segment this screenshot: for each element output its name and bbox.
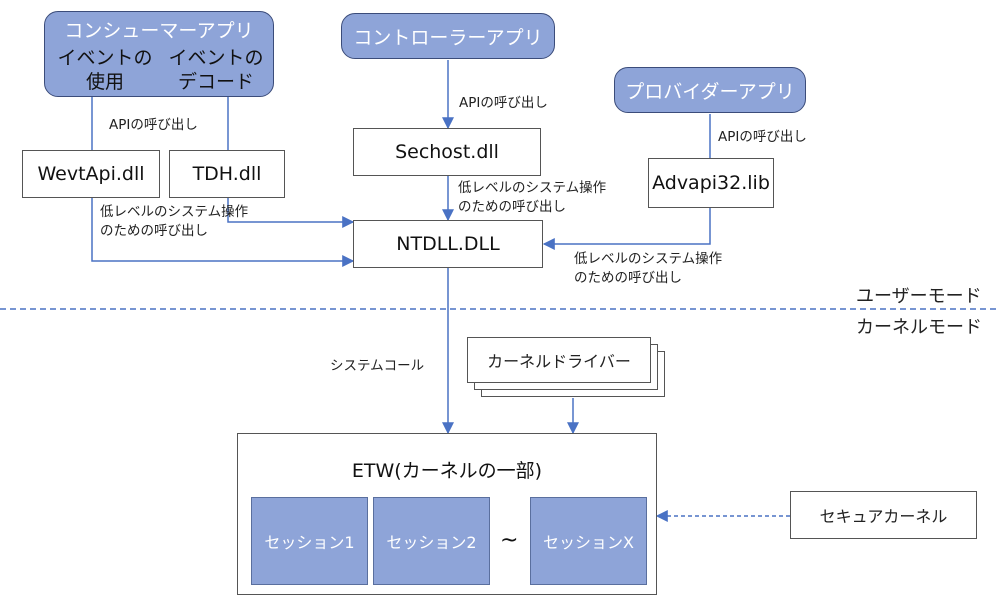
secure-kernel-label: セキュアカーネル bbox=[819, 507, 948, 526]
sechost-dll-box: Sechost.dll bbox=[353, 128, 541, 176]
session-ellipsis-tilde: ~ bbox=[500, 528, 519, 553]
tdh-dll-label: TDH.dll bbox=[192, 163, 262, 185]
tdh-dll-box: TDH.dll bbox=[169, 150, 285, 198]
consumer-app-box: コンシューマーアプリ イベントの 使用 イベントの デコード bbox=[44, 11, 274, 97]
session-2-label: セッション2 bbox=[386, 533, 477, 552]
lowlevel-call-label-left-line1: 低レベルのシステム操作 bbox=[100, 204, 249, 220]
etw-title: ETW(カーネルの一部) bbox=[351, 460, 543, 482]
session-2-box: セッション2 bbox=[373, 497, 490, 585]
consumer-app-decode-events: イベントの デコード bbox=[162, 46, 270, 94]
lowlevel-call-label-right: 低レベルのシステム操作 のための呼び出し bbox=[574, 250, 722, 288]
lowlevel-call-label-center: 低レベルのシステム操作 のための呼び出し bbox=[458, 179, 606, 217]
provider-app-title: プロバイダーアプリ bbox=[625, 80, 795, 103]
session-x-box: セッションX bbox=[530, 497, 647, 585]
session-x-label: セッションX bbox=[543, 533, 634, 552]
consumer-app-decode-events-line1: イベントの bbox=[168, 47, 264, 69]
consumer-app-use-events-line1: イベントの bbox=[57, 47, 153, 69]
consumer-app-title: コンシューマーアプリ bbox=[64, 20, 254, 42]
session-1-box: セッション1 bbox=[251, 497, 368, 585]
lowlevel-call-label-center-line1: 低レベルのシステム操作 bbox=[458, 180, 607, 196]
ntdll-label: NTDLL.DLL bbox=[396, 233, 500, 255]
session-1-label: セッション1 bbox=[264, 533, 355, 552]
kernel-driver-box: カーネルドライバー bbox=[467, 337, 651, 383]
advapi-to-ntdll-arrow bbox=[542, 208, 711, 250]
lowlevel-call-label-center-line2: のための呼び出し bbox=[458, 199, 566, 215]
controller-app-box: コントローラーアプリ bbox=[341, 13, 555, 59]
consumer-app-decode-events-line2: デコード bbox=[177, 71, 254, 93]
lowlevel-call-label-right-line2: のための呼び出し bbox=[574, 270, 682, 286]
kernel-driver-label: カーネルドライバー bbox=[487, 352, 631, 371]
ntdll-box: NTDLL.DLL bbox=[353, 220, 543, 268]
api-call-label-consumer: APIの呼び出し bbox=[109, 117, 198, 133]
consumer-app-use-events-line2: 使用 bbox=[85, 71, 124, 93]
consumer-app-use-events: イベントの 使用 bbox=[51, 46, 159, 94]
provider-app-box: プロバイダーアプリ bbox=[614, 67, 806, 113]
sechost-dll-label: Sechost.dll bbox=[395, 141, 499, 163]
advapi-lib-box: Advapi32.lib bbox=[648, 158, 774, 208]
system-call-label: システムコール bbox=[330, 358, 425, 374]
lowlevel-call-label-left: 低レベルのシステム操作 のための呼び出し bbox=[100, 203, 248, 241]
api-call-label-provider: APIの呼び出し bbox=[718, 129, 807, 145]
lowlevel-call-label-right-line1: 低レベルのシステム操作 bbox=[574, 251, 723, 267]
controller-app-title: コントローラーアプリ bbox=[353, 26, 543, 49]
kernel-mode-label: カーネルモード bbox=[856, 317, 982, 338]
advapi-lib-label: Advapi32.lib bbox=[652, 172, 770, 194]
wevtapi-dll-box: WevtApi.dll bbox=[22, 150, 160, 198]
api-call-label-controller: APIの呼び出し bbox=[459, 95, 548, 111]
wevtapi-to-ntdll-arrow bbox=[91, 198, 355, 267]
wevtapi-dll-label: WevtApi.dll bbox=[37, 163, 145, 185]
lowlevel-call-label-left-line2: のための呼び出し bbox=[100, 223, 208, 239]
user-mode-label: ユーザーモード bbox=[856, 286, 982, 307]
tdh-to-ntdll-arrow bbox=[227, 198, 355, 228]
secure-kernel-box: セキュアカーネル bbox=[790, 491, 977, 539]
